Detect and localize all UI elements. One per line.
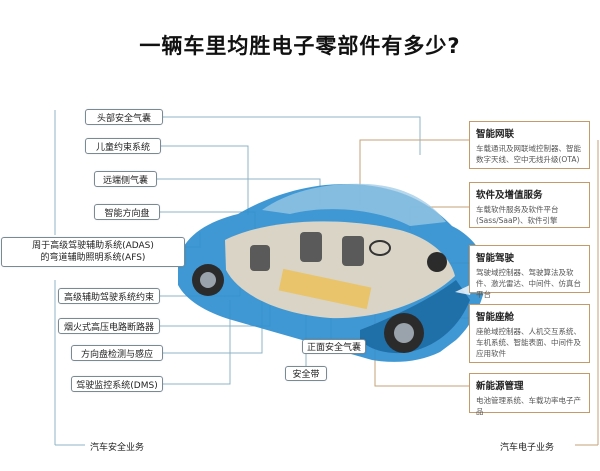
box-title: 智能座舱 — [476, 312, 515, 323]
box-title: 新能源管理 — [476, 381, 524, 392]
label-far-side-airbag: 远端侧气囊 — [94, 171, 157, 187]
footer-auto-safety: 汽车安全业务 — [90, 443, 145, 453]
box-body: 车载软件服务及软件平台(Sass/SaaP)、软件引擎 — [476, 205, 559, 225]
box-connectivity: 智能网联 车载通讯及网联域控制器、智能数字天线、空中无线升级(OTA) — [469, 121, 590, 169]
box-title: 智能网联 — [476, 129, 515, 140]
rear-wheel-rim — [200, 272, 216, 288]
label-steering-detection: 方向盘检测与感应 — [71, 345, 163, 361]
box-body: 驾驶域控制器、驾驶算法及软件、激光雷达、中间件、仿真台平台 — [476, 268, 581, 299]
connector-line — [163, 300, 231, 385]
connector-line — [163, 116, 421, 155]
label-child-restraint: 儿童约束系统 — [85, 138, 161, 154]
label-seatbelt: 安全带 — [285, 366, 327, 381]
box-body: 座舱域控制器、人机交互系统、车机系统、智能表面、中间件及应用软件 — [476, 327, 581, 358]
seat — [342, 236, 364, 266]
car-illustration — [178, 183, 487, 362]
box-smart-cockpit: 智能座舱 座舱域控制器、人机交互系统、车机系统、智能表面、中间件及应用软件 — [469, 304, 590, 363]
battery-pack — [278, 268, 372, 310]
connector-line — [160, 145, 249, 215]
label-pyro-breaker: 烟火式高压电路断路器 — [58, 318, 160, 334]
footer-auto-electronics: 汽车电子业务 — [500, 443, 555, 453]
label-dms: 驾驶监控系统(DMS) — [71, 376, 163, 392]
label-front-airbag: 正面安全气囊 — [302, 339, 366, 354]
label-adas-restraint: 高级辅助驾驶系统约束 — [58, 288, 160, 304]
right-wheel — [427, 252, 447, 272]
box-smart-driving: 智能驾驶 驾驶域控制器、驾驶算法及软件、激光雷达、中间件、仿真台平台 — [469, 245, 590, 299]
headlight — [455, 284, 472, 295]
seat — [300, 232, 322, 262]
box-title: 软件及增值服务 — [476, 190, 543, 201]
car-interior — [225, 221, 455, 319]
box-body: 车载通讯及网联域控制器、智能数字天线、空中无线升级(OTA) — [476, 144, 581, 164]
label-adas-afs: 周于高级驾驶辅助系统(ADAS) 的弯道辅助照明系统(AFS) — [1, 237, 185, 267]
label-head-airbag: 头部安全气囊 — [85, 109, 163, 125]
box-new-energy: 新能源管理 电池管理系统、车载功率电子产品 — [469, 373, 590, 416]
box-software-services: 软件及增值服务 车载软件服务及软件平台(Sass/SaaP)、软件引擎 — [469, 182, 590, 228]
connector-line — [359, 139, 469, 205]
box-title: 智能驾驶 — [476, 253, 515, 264]
label-smart-steering-wheel: 智能方向盘 — [94, 204, 160, 220]
steering-wheel — [369, 240, 391, 256]
car-roof-glass — [262, 183, 446, 226]
page-title: 一辆车里均胜电子零部件有多少? — [139, 34, 461, 58]
seat — [250, 245, 270, 271]
box-body: 电池管理系统、车载功率电子产品 — [476, 396, 581, 416]
front-wheel-rim — [394, 323, 414, 343]
